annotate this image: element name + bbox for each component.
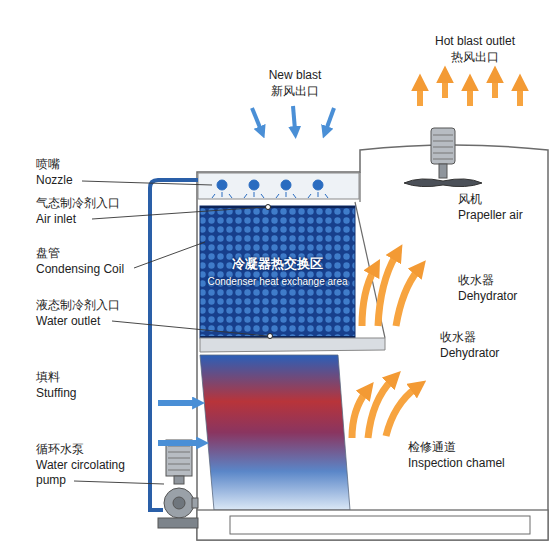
water-tray xyxy=(200,338,385,352)
fresh-air-arrows xyxy=(252,106,334,130)
fresh-air-arrows xyxy=(158,403,200,443)
partition xyxy=(359,172,360,202)
heat-exchange-area: 冷凝器热交换区 Condenser heat exchange area xyxy=(200,206,355,338)
part-label: Water circolating pump xyxy=(36,458,140,488)
part-label: New blast xyxy=(245,68,345,83)
outlet-point xyxy=(268,334,273,339)
part-label: 盘管 xyxy=(36,246,60,261)
area-label: Condenser heat exchange area xyxy=(207,275,347,288)
spray-box xyxy=(198,173,359,199)
part-label: 新风出口 xyxy=(245,84,345,99)
hot-air-arrows xyxy=(420,78,520,106)
nozzles xyxy=(212,180,328,198)
part-label: 热风出口 xyxy=(415,50,535,65)
part-label: Nozzle xyxy=(36,173,73,188)
part-label: Air inlet xyxy=(36,212,76,227)
fan-symbol xyxy=(404,128,482,187)
part-label: 检修通道 xyxy=(408,440,456,455)
part-label: 循环水泵 xyxy=(36,442,84,457)
condensing-coil xyxy=(200,206,355,338)
coil-header xyxy=(200,206,355,208)
part-label: 收水器 xyxy=(440,330,476,345)
part-label: Inspection chamel xyxy=(408,456,505,471)
part-label: 喷嘴 xyxy=(36,157,60,172)
area-label: 冷凝器热交换区 xyxy=(232,256,323,272)
leader-lines xyxy=(74,181,267,484)
part-label: Stuffing xyxy=(36,386,76,401)
part-label: Dehydrator xyxy=(458,289,517,304)
stuffing-fill xyxy=(200,355,350,510)
part-label: 气态制冷剂入口 xyxy=(36,196,120,211)
part-label: Prapeller air xyxy=(458,208,523,223)
part-label: 填料 xyxy=(36,370,60,385)
part-label: 风机 xyxy=(458,192,482,207)
base-frame xyxy=(230,516,530,534)
part-label: Condensing Coil xyxy=(36,262,124,277)
part-label: 收水器 xyxy=(458,273,494,288)
part-label: 液态制冷剂入口 xyxy=(36,298,120,313)
part-label: Water outlet xyxy=(36,314,100,329)
part-label: Dehydrator xyxy=(440,346,499,361)
hot-air-arrows xyxy=(352,255,418,438)
part-label: Hot blast outlet xyxy=(415,34,535,49)
tower-housing xyxy=(197,145,548,540)
inlet-point xyxy=(266,205,271,210)
base-frame xyxy=(197,510,548,540)
water-pipe xyxy=(150,180,198,510)
